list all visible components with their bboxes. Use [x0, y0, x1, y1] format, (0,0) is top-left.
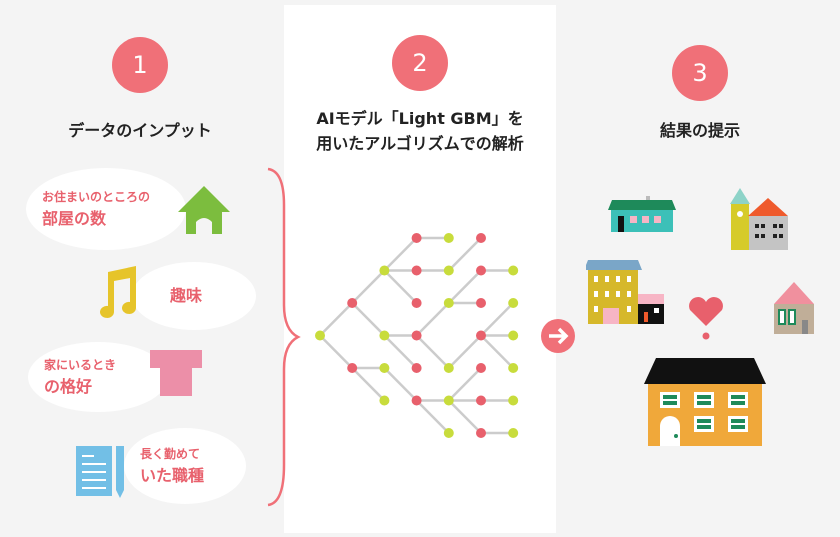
tree-node	[411, 330, 422, 341]
tree-node	[508, 330, 519, 341]
tree-node	[508, 428, 519, 438]
input-clothes-line2: の格好	[44, 377, 93, 396]
tree-edge	[480, 302, 515, 337]
tshirt-icon	[150, 350, 202, 396]
tree-node	[347, 298, 358, 308]
step-2-title: AIモデル「Light GBM」を 用いたアルゴリズムでの解析	[284, 106, 556, 156]
house-icon	[178, 186, 230, 234]
tree-node	[379, 330, 390, 341]
tree-node	[508, 363, 519, 373]
tree-edge	[351, 367, 386, 402]
tree-edge	[447, 367, 482, 402]
input-clothes-line1: 家にいるとき	[44, 358, 117, 372]
step-1-badge: 1	[112, 37, 168, 93]
tree-node	[411, 395, 422, 406]
tree-edge	[415, 334, 450, 369]
input-bracket	[267, 167, 301, 507]
small-house-icon	[774, 282, 814, 334]
step-1-title: データのインプット	[68, 121, 212, 140]
tree-node	[476, 330, 486, 341]
tree-edge	[383, 334, 418, 369]
main-house-icon	[644, 358, 766, 446]
tree-node	[476, 265, 486, 276]
input-bubble-hobby: 趣味	[132, 262, 256, 330]
apartment-icon	[586, 260, 664, 324]
arrow-right-icon	[541, 319, 575, 353]
tree-node	[443, 428, 454, 438]
tree-node	[476, 363, 486, 373]
tree-node	[315, 330, 325, 341]
tree-node	[508, 298, 519, 308]
tree-node	[476, 428, 486, 438]
input-rooms-line2: 部屋の数	[42, 209, 107, 228]
input-hobby-line1: 趣味	[170, 286, 203, 305]
tree-edge	[447, 269, 482, 304]
decision-tree-diagram	[315, 233, 519, 438]
tree-edge	[415, 302, 450, 337]
tree-node	[411, 233, 422, 243]
tree-edge	[447, 399, 482, 434]
tree-edge	[480, 334, 515, 369]
input-job-line1: 長く勤めて	[140, 447, 201, 461]
tree-edge	[383, 367, 418, 402]
tree-edge	[351, 302, 386, 337]
step-2-title-line1: AIモデル「Light GBM」を	[316, 109, 524, 128]
tree-node	[379, 265, 390, 276]
tree-node	[379, 395, 390, 406]
document-icon	[76, 446, 124, 498]
tree-node	[443, 265, 454, 276]
tree-node	[476, 233, 486, 243]
step-2-badge: 2	[392, 35, 448, 91]
teal-house-icon	[608, 196, 676, 232]
tree-node	[411, 363, 422, 373]
tree-edge	[447, 237, 482, 272]
tree-node	[411, 298, 422, 308]
tree-node	[443, 298, 454, 308]
tree-node	[508, 395, 519, 406]
tree-edge	[415, 399, 450, 434]
tree-edge	[319, 334, 354, 369]
heart-icon	[689, 297, 723, 340]
church-icon	[730, 188, 788, 250]
music-note-icon	[100, 266, 136, 318]
input-rooms-line1: お住まいのところの	[42, 190, 151, 204]
tree-node	[411, 265, 422, 276]
tree-edge	[351, 269, 386, 304]
input-bubble-rooms: お住まいのところの 部屋の数	[26, 168, 186, 250]
tree-edge	[447, 334, 482, 369]
tree-node	[443, 395, 454, 406]
step-3-badge: 3	[672, 45, 728, 101]
tree-node	[379, 363, 390, 373]
input-bubble-clothes: 家にいるとき の格好	[28, 342, 168, 412]
tree-node	[508, 265, 519, 276]
step-3-title: 結果の提示	[659, 121, 740, 140]
tree-node	[476, 395, 486, 406]
input-job-line2: いた職種	[140, 466, 205, 485]
tree-node	[443, 363, 454, 373]
step-2-title-line2: 用いたアルゴリズムでの解析	[316, 134, 524, 153]
input-bubble-job: 長く勤めて いた職種	[124, 428, 246, 504]
tree-node	[347, 363, 358, 373]
tree-edge	[319, 302, 354, 337]
tree-edge	[383, 237, 418, 272]
tree-edge	[383, 269, 418, 304]
tree-node	[476, 298, 486, 308]
tree-node	[443, 233, 454, 243]
